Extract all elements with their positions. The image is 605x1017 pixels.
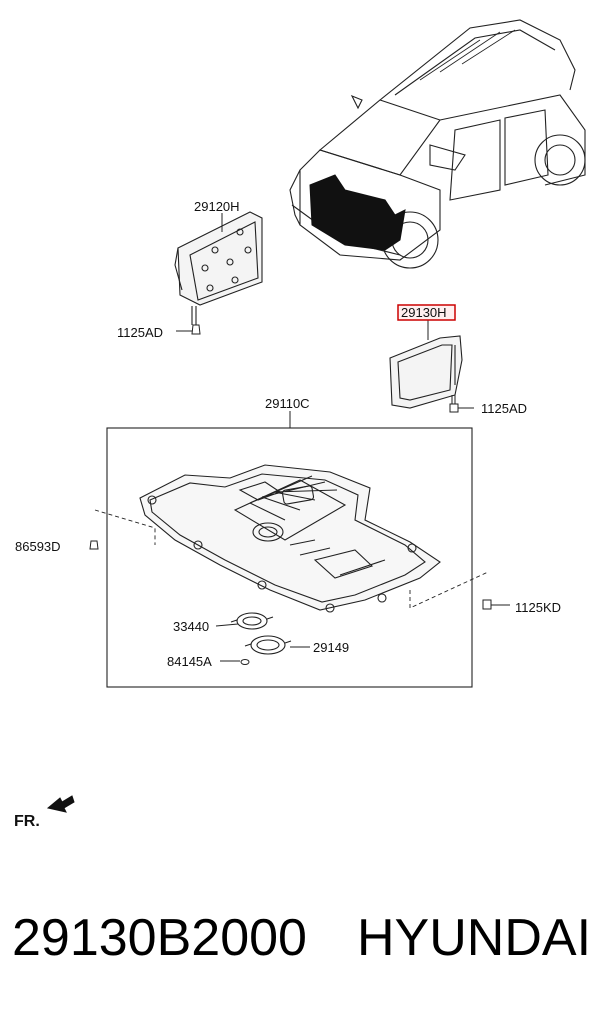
bolt-icon (482, 599, 510, 610)
ring-29149 (244, 635, 292, 655)
highlight-box-29130H (397, 304, 456, 321)
label-29130H: 29130H (401, 305, 447, 320)
front-arrow-icon (46, 795, 75, 813)
label-29149: 29149 (313, 640, 349, 655)
bracket-29120H (174, 211, 263, 325)
bolt-icon (449, 395, 474, 413)
bolt-icon (176, 324, 201, 335)
label-86593D: 86593D (15, 539, 61, 554)
cover-29130H (389, 335, 463, 409)
parts-diagram: 29120H 1125AD 29130H 1125AD 29110C 86593… (14, 19, 586, 830)
label-33440: 33440 (173, 619, 209, 634)
undercover-highlight-shape (309, 174, 406, 251)
brand-name: HYUNDAI (357, 909, 592, 967)
ring-33440 (230, 612, 274, 630)
under-cover-panel (139, 464, 441, 613)
label-1125KD: 1125KD (515, 600, 561, 615)
label-84145A: 84145A (167, 654, 212, 669)
label-fr: FR. (14, 813, 40, 830)
label-29110C: 29110C (265, 396, 310, 411)
part-number: 29130B2000 (12, 909, 307, 967)
label-1125AD-right: 1125AD (481, 401, 527, 416)
clip-icon (240, 659, 250, 665)
label-29120H: 29120H (194, 199, 240, 214)
label-1125AD-left: 1125AD (117, 325, 163, 340)
assembly-box-29110C (106, 427, 473, 688)
clip-icon (89, 540, 99, 550)
